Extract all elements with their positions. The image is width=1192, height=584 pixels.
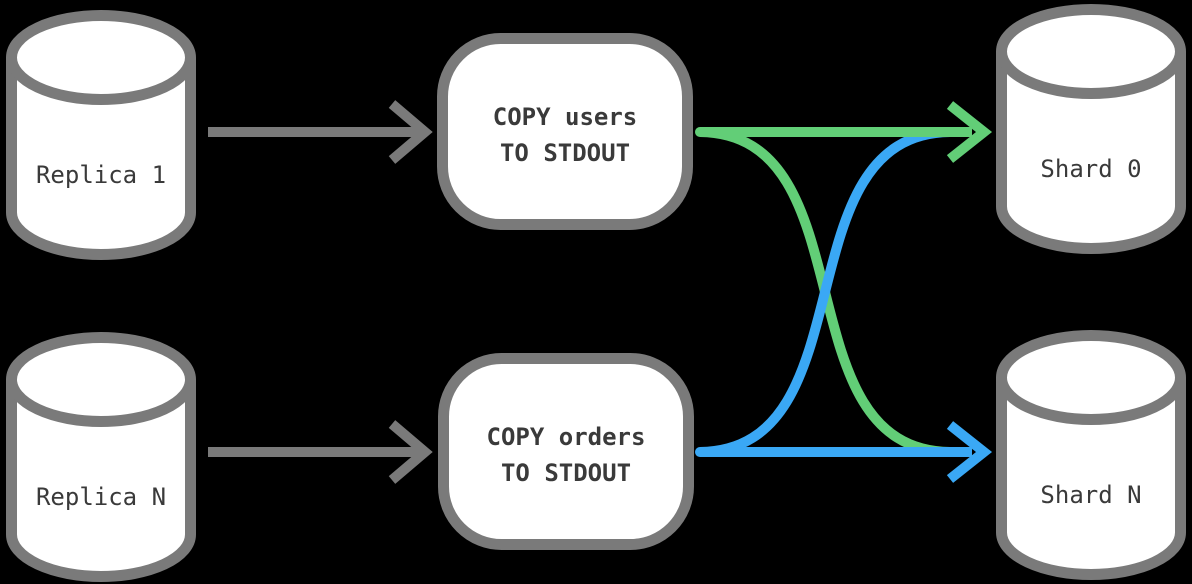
database-cylinder-icon: [6, 379, 196, 582]
copy-orders-label-line2: TO STDOUT: [501, 459, 631, 487]
shard-n-label: Shard N: [1040, 481, 1141, 509]
arrow-copyorders-to-shardn: [700, 421, 993, 483]
rounded-box-shape: [437, 33, 693, 230]
database-cylinder-icon: [996, 377, 1186, 580]
shard-0-label: Shard 0: [1040, 155, 1141, 183]
replica-n-node: Replica N: [6, 332, 196, 582]
database-cylinder-top: [6, 10, 196, 105]
shard-0-node: Shard 0: [996, 4, 1186, 254]
database-cylinder-icon: [6, 57, 196, 260]
copy-users-label-line2: TO STDOUT: [500, 139, 630, 167]
rounded-box-shape: [438, 353, 694, 550]
replica-1-node: Replica 1: [6, 10, 196, 260]
copy-users-label-line1: COPY users: [493, 103, 638, 131]
replica-1-label: Replica 1: [36, 161, 166, 189]
curve-copyorders-to-shard0: [695, 127, 955, 457]
arrowhead-icon: [388, 420, 433, 484]
copy-orders-node: COPY orders TO STDOUT: [438, 353, 694, 550]
database-cylinder-top: [996, 4, 1186, 99]
arrowhead-icon: [946, 421, 993, 483]
database-cylinder-top: [6, 332, 196, 427]
arrow-replican-to-copyorders: [208, 420, 433, 484]
arrow-replica1-to-copyusers: [208, 100, 433, 164]
arrow-copyusers-to-shard0: [700, 101, 993, 163]
replica-n-label: Replica N: [36, 483, 166, 511]
database-cylinder-icon: [996, 51, 1186, 254]
arrowhead-icon: [946, 101, 993, 163]
copy-orders-label-line1: COPY orders: [487, 423, 646, 451]
shard-n-node: Shard N: [996, 330, 1186, 580]
copy-users-node: COPY users TO STDOUT: [437, 33, 693, 230]
arrowhead-icon: [388, 100, 433, 164]
database-cylinder-top: [996, 330, 1186, 425]
